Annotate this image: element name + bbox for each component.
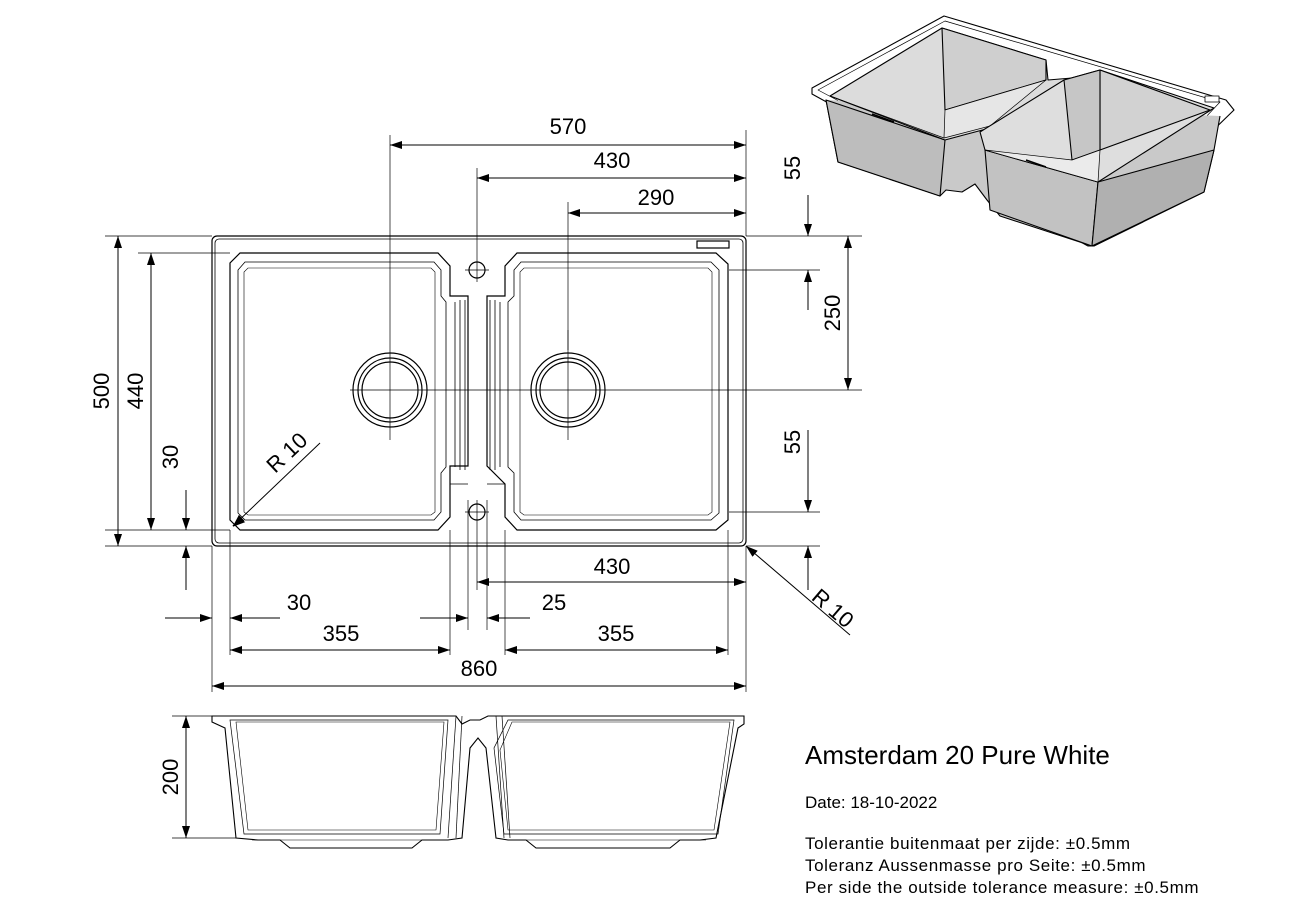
dim-250: 250 xyxy=(820,295,845,332)
dim-430-top: 430 xyxy=(594,148,631,173)
title-block: Amsterdam 20 Pure White Date: 18-10-2022… xyxy=(805,740,1199,899)
dim-55-top: 55 xyxy=(780,156,805,180)
tolerance-notes: Tolerantie buitenmaat per zijde: ±0.5mm … xyxy=(805,833,1199,899)
dimension-lines xyxy=(114,141,852,838)
dim-430-bottom: 430 xyxy=(594,554,631,579)
tolerance-note-de: Toleranz Aussenmasse pro Seite: ±0.5mm xyxy=(805,856,1147,875)
dim-radius-outer: R 10 xyxy=(807,584,859,633)
tolerance-note-en: Per side the outside tolerance measure: … xyxy=(805,878,1200,897)
dim-355-right: 355 xyxy=(598,621,635,646)
depth-extension-lines xyxy=(172,715,236,839)
dim-570: 570 xyxy=(550,114,587,139)
sink-outer-rim xyxy=(211,235,747,547)
dim-860: 860 xyxy=(461,656,498,681)
dim-500: 500 xyxy=(89,373,114,410)
dimension-labels: 570 430 290 55 250 55 500 440 30 R 10 R … xyxy=(89,114,859,795)
sink-rim-inner-line xyxy=(214,238,744,544)
product-title: Amsterdam 20 Pure White xyxy=(805,740,1110,770)
left-bowl xyxy=(229,252,469,531)
center-divider xyxy=(450,295,505,485)
dim-355-left: 355 xyxy=(323,621,360,646)
dim-290: 290 xyxy=(638,185,675,210)
sink-3d-view xyxy=(811,15,1235,247)
brand-label-plate xyxy=(696,240,730,249)
drawing-date: Date: 18-10-2022 xyxy=(805,793,938,812)
dim-30-left: 30 xyxy=(158,445,183,469)
sink-side-view xyxy=(211,715,745,849)
dim-440: 440 xyxy=(123,373,148,410)
tolerance-note-nl: Tolerantie buitenmaat per zijde: ±0.5mm xyxy=(805,834,1131,853)
dim-radius-inner: R 10 xyxy=(261,427,312,477)
extension-lines xyxy=(105,130,862,692)
right-bowl xyxy=(486,252,729,531)
dim-55-bottom: 55 xyxy=(780,430,805,454)
dim-25: 25 xyxy=(542,590,566,615)
dim-30-bottom: 30 xyxy=(287,590,311,615)
dim-200: 200 xyxy=(158,759,183,796)
sink-top-view xyxy=(211,235,747,547)
